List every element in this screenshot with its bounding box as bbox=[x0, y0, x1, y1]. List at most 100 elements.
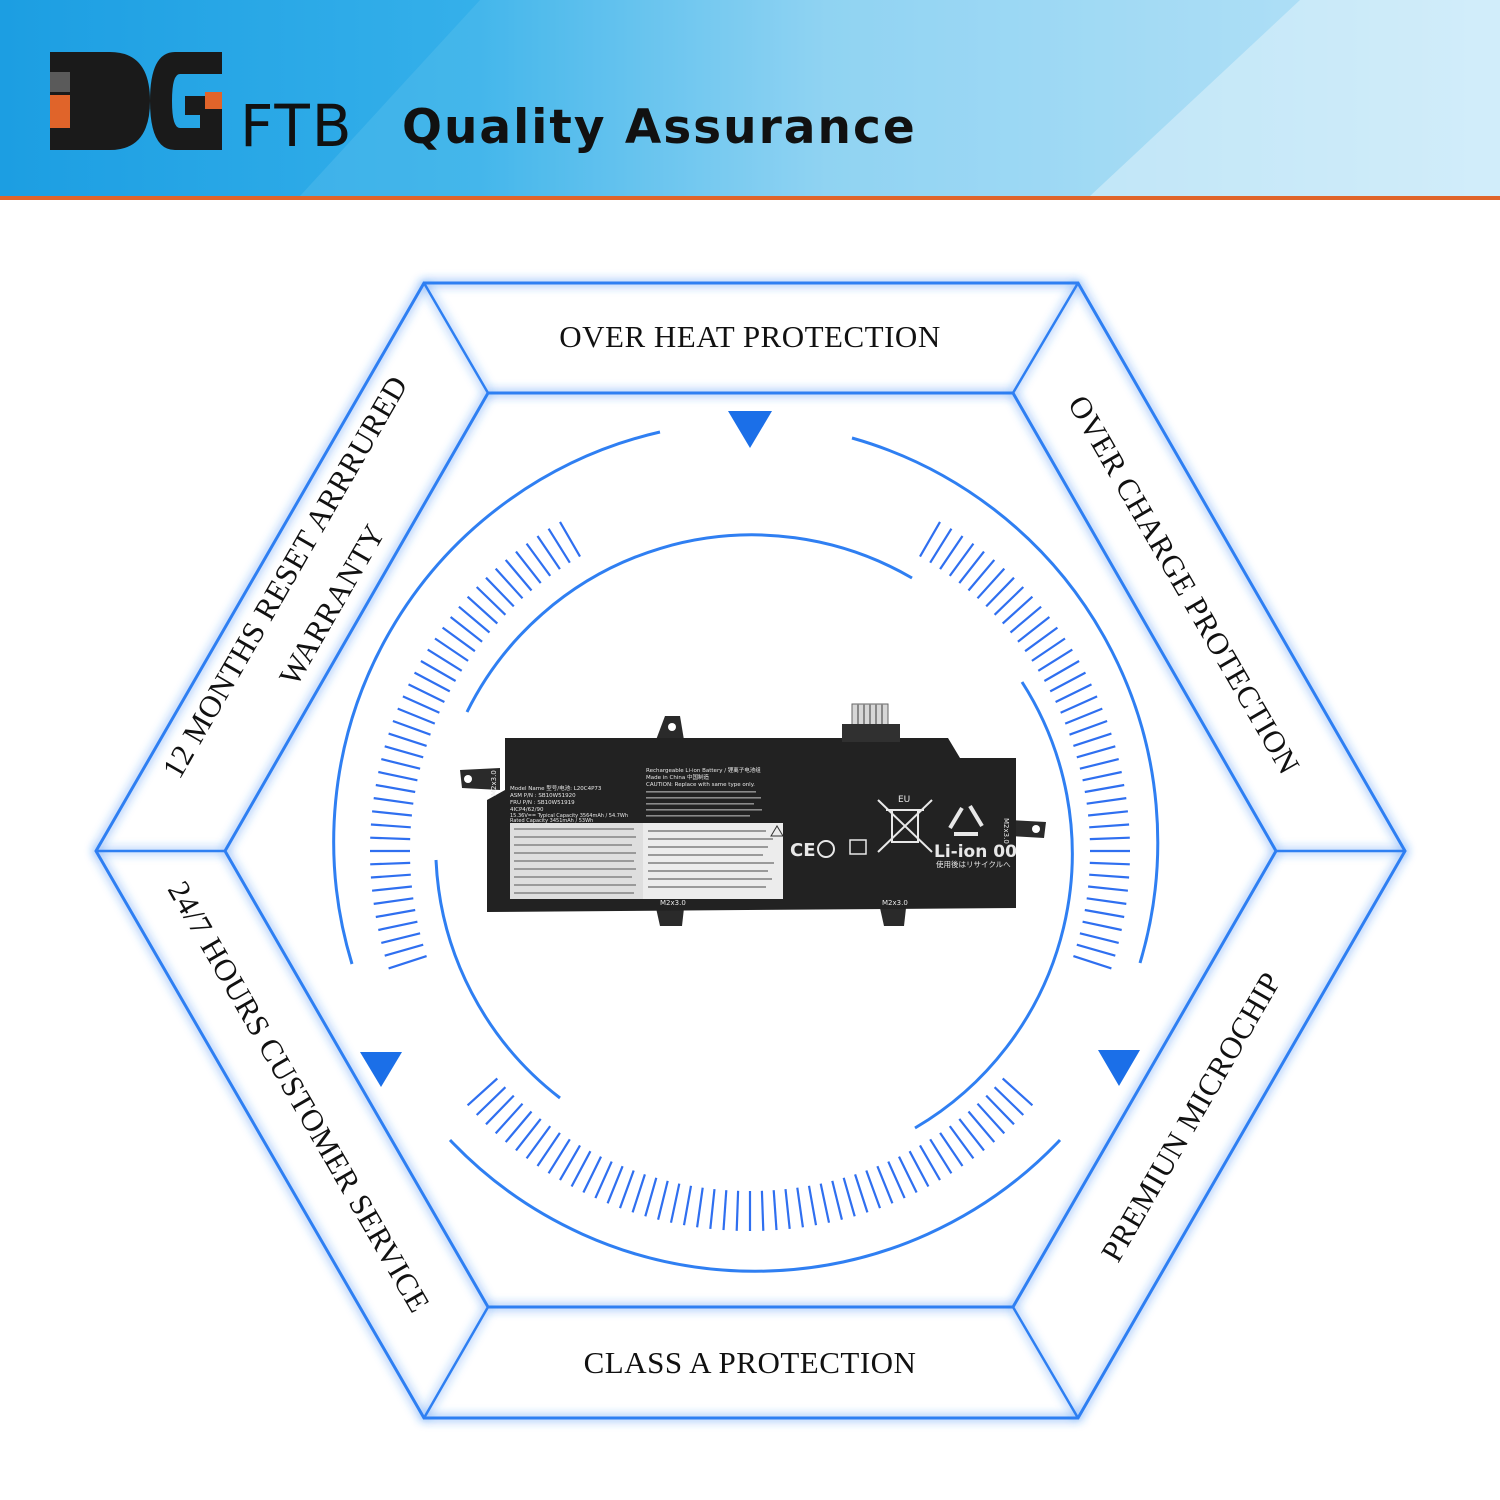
screw-label-left: M2x3.0 bbox=[660, 899, 686, 907]
tick-mark bbox=[515, 550, 542, 584]
tick-mark bbox=[819, 1183, 831, 1223]
tick-mark bbox=[865, 1170, 882, 1209]
tick-mark bbox=[919, 521, 941, 558]
tick-mark bbox=[1082, 770, 1122, 782]
laptop-battery-image: Model Name 型号/电池: L20C4P73 ASM P/N : SB1… bbox=[460, 703, 1046, 926]
tick-mark bbox=[939, 1132, 964, 1167]
tick-mark bbox=[378, 770, 418, 782]
tick-mark bbox=[985, 576, 1015, 608]
battery-voltage: 15.36V== Typical Capacity 3564mAh / 54.7… bbox=[510, 813, 628, 819]
arrow-left-icon bbox=[360, 1052, 402, 1087]
recycle-icon bbox=[948, 804, 984, 836]
ce-mark-icon: CE bbox=[790, 840, 816, 861]
tick-mark bbox=[594, 1161, 613, 1199]
eu-label: EU bbox=[898, 795, 910, 805]
battery-fru: FRU P/N : SB10W51919 bbox=[510, 800, 575, 806]
tick-mark bbox=[709, 1188, 716, 1230]
tick-mark bbox=[1017, 616, 1051, 643]
tick-mark bbox=[854, 1174, 869, 1213]
tick-mark bbox=[722, 1190, 728, 1231]
tick-mark bbox=[466, 595, 499, 625]
tick-mark bbox=[631, 1174, 646, 1213]
tick-mark bbox=[570, 1150, 592, 1188]
feature-upper-right: OVER CHARGE PROTECTION bbox=[1061, 389, 1307, 780]
tick-mark bbox=[485, 576, 515, 608]
tick-mark bbox=[644, 1177, 658, 1217]
tick-mark bbox=[772, 1190, 778, 1231]
tick-mark bbox=[475, 1086, 507, 1116]
tick-mark bbox=[1024, 626, 1059, 653]
tick-mark bbox=[466, 1077, 499, 1107]
tick-mark bbox=[985, 1094, 1015, 1126]
tick-mark bbox=[384, 943, 424, 957]
feature-lower-left: 24/7 HOURS CUSTOMER SERVICE bbox=[161, 875, 437, 1318]
tick-mark bbox=[807, 1185, 818, 1226]
tick-mark bbox=[1082, 920, 1122, 932]
tick-mark bbox=[1087, 885, 1129, 892]
tick-mark bbox=[1076, 745, 1116, 759]
screw-label-right-edge: M2x3.0 bbox=[1002, 818, 1010, 844]
arrow-top-icon bbox=[728, 411, 772, 448]
tick-mark bbox=[993, 1086, 1025, 1116]
tick-mark bbox=[919, 1144, 941, 1181]
tick-mark bbox=[373, 797, 414, 805]
tick-mark bbox=[1055, 683, 1092, 703]
tick-mark bbox=[993, 586, 1025, 616]
tick-mark bbox=[370, 823, 411, 829]
feature-top: OVER HEAT PROTECTION bbox=[559, 319, 940, 354]
certification-mark-icon bbox=[817, 840, 835, 858]
tick-mark bbox=[370, 836, 411, 841]
tick-mark bbox=[559, 1144, 581, 1181]
screw-label-left-edge: M2x3.0 bbox=[490, 770, 498, 796]
tick-mark bbox=[504, 1110, 533, 1143]
tick-mark bbox=[1089, 836, 1130, 841]
circle-arcs bbox=[332, 430, 1160, 1273]
tick-mark bbox=[375, 783, 416, 794]
tick-mark bbox=[392, 719, 431, 736]
tick-mark bbox=[929, 1138, 953, 1174]
tick-mark bbox=[948, 1125, 975, 1160]
tick-mark bbox=[525, 1125, 552, 1160]
tick-mark bbox=[796, 1187, 804, 1228]
li-ion-label: Li-ion 00 bbox=[934, 842, 1017, 862]
recycle-jp-label: 使用後はリサイクルへ bbox=[936, 859, 1011, 869]
tick-mark bbox=[449, 616, 483, 643]
battery-made-in: Made in China 中国制造 bbox=[646, 773, 709, 781]
tick-mark bbox=[1079, 758, 1119, 770]
screw-label-mid: M2x3.0 bbox=[882, 899, 908, 907]
tick-mark bbox=[547, 528, 571, 564]
tick-mark bbox=[536, 535, 561, 570]
tick-mark bbox=[388, 955, 427, 970]
tick-mark bbox=[618, 1170, 635, 1209]
tick-mark bbox=[939, 535, 964, 570]
battery-rated: Rated Capacity 3451mAh / 53Wh bbox=[510, 818, 593, 824]
tick-mark bbox=[397, 707, 436, 725]
header-banner: FTB Quality Assurance bbox=[0, 0, 1500, 200]
tick-mark bbox=[1089, 823, 1130, 829]
tick-mark bbox=[784, 1188, 791, 1230]
tick-mark bbox=[371, 885, 413, 892]
tick-mark bbox=[1064, 707, 1103, 725]
tick-mark bbox=[381, 932, 421, 944]
tick-mark bbox=[384, 745, 424, 759]
tick-mark bbox=[375, 908, 416, 919]
tick-mark bbox=[475, 586, 507, 616]
tick-mark bbox=[1009, 605, 1042, 634]
tick-mark bbox=[831, 1180, 843, 1220]
tick-mark bbox=[1001, 1077, 1034, 1107]
tick-mark bbox=[1073, 732, 1112, 747]
tick-mark bbox=[515, 1118, 542, 1152]
battery-model: Model Name 型号/电池: L20C4P73 bbox=[510, 784, 602, 792]
tick-mark bbox=[735, 1190, 740, 1231]
tick-mark bbox=[494, 1102, 524, 1135]
tick-mark bbox=[378, 920, 418, 932]
brand-ftb: FTB bbox=[240, 92, 354, 160]
tick-mark bbox=[887, 1161, 906, 1199]
tick-mark bbox=[441, 626, 476, 653]
tick-mark bbox=[370, 873, 411, 879]
tick-mark bbox=[1060, 695, 1098, 714]
tick-mark bbox=[388, 732, 427, 747]
tick-mark bbox=[1037, 648, 1073, 672]
tick-mark bbox=[402, 695, 440, 714]
